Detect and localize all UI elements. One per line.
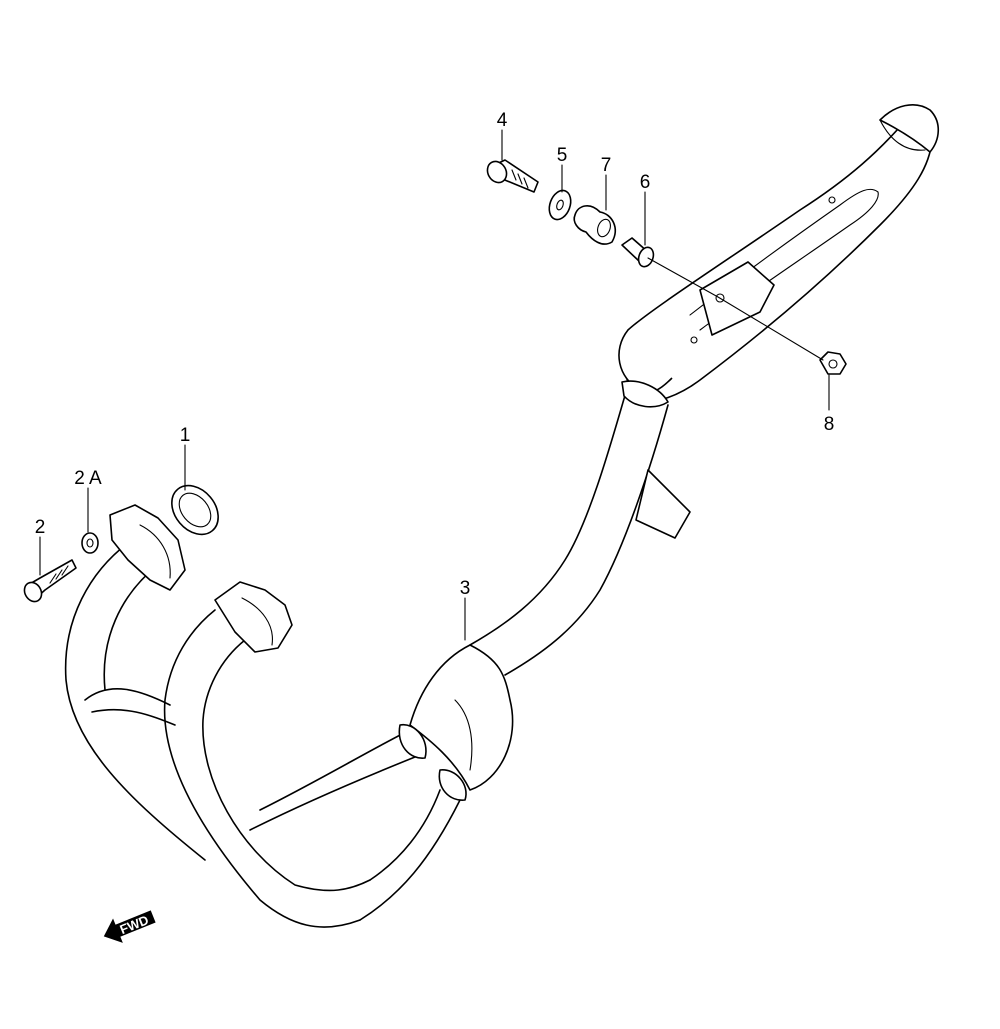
fwd-label: FWD <box>118 912 151 937</box>
callout-7: 7 <box>601 155 612 176</box>
grommet-7 <box>573 205 616 245</box>
washer-2a <box>81 532 99 554</box>
collar-6 <box>621 237 655 268</box>
callout-8: 8 <box>824 414 835 435</box>
assembly-line <box>647 257 824 361</box>
exhaust-headers <box>64 504 467 928</box>
callout-4: 4 <box>497 110 508 131</box>
gasket-1 <box>171 484 219 536</box>
fwd-arrow-icon: FWD <box>103 910 156 943</box>
callout-2a: 2 A <box>74 468 102 489</box>
nut-8 <box>819 351 847 375</box>
washer-5 <box>548 189 572 221</box>
callout-6: 6 <box>640 172 651 193</box>
link-pipe <box>409 380 691 791</box>
bolt-2 <box>23 559 77 603</box>
callout-3: 3 <box>460 578 471 599</box>
muffler <box>618 104 940 403</box>
bolt-4 <box>486 159 539 193</box>
leader-lines <box>39 129 830 641</box>
callout-2: 2 <box>35 517 46 538</box>
callout-1: 1 <box>180 425 191 446</box>
callout-5: 5 <box>557 145 568 166</box>
